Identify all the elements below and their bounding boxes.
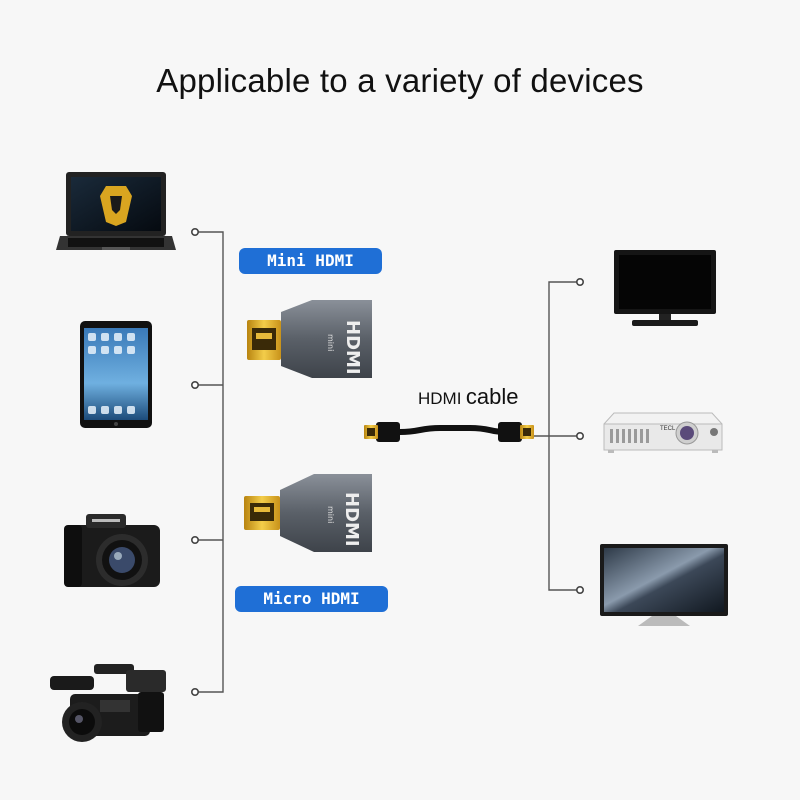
left-connector-dots (191, 228, 200, 696)
monitor-icon (614, 250, 716, 326)
hdmi-cable-icon (364, 422, 534, 442)
micro-adapter-sub: mini (326, 506, 335, 523)
left-connector-lines (195, 231, 224, 693)
laptop-icon (56, 172, 176, 250)
camera-icon (64, 514, 160, 587)
hdmi-cable-prefix: HDMI (418, 389, 462, 408)
micro-hdmi-label: Micro HDMI (235, 586, 388, 612)
mini-adapter-sub: mini (326, 334, 335, 351)
mini-hdmi-label: Mini HDMI (239, 248, 382, 274)
hdmi-cable-label: HDMI cable (418, 384, 519, 410)
camcorder-icon (50, 664, 166, 742)
projector-icon: TECL (603, 412, 723, 453)
tv-icon (600, 544, 728, 626)
micro-hdmi-adapter-icon: HDMI mini (244, 474, 372, 552)
hdmi-cable-word: cable (465, 384, 519, 409)
tablet-icon (80, 321, 152, 428)
right-connector-dots (575, 277, 584, 594)
mini-hdmi-adapter-icon: HDMI mini (247, 300, 372, 378)
micro-adapter-logo: HDMI (341, 492, 362, 547)
projector-brand: TECL (660, 426, 676, 432)
mini-adapter-logo: HDMI (342, 320, 363, 375)
page-title: Applicable to a variety of devices (156, 62, 644, 99)
